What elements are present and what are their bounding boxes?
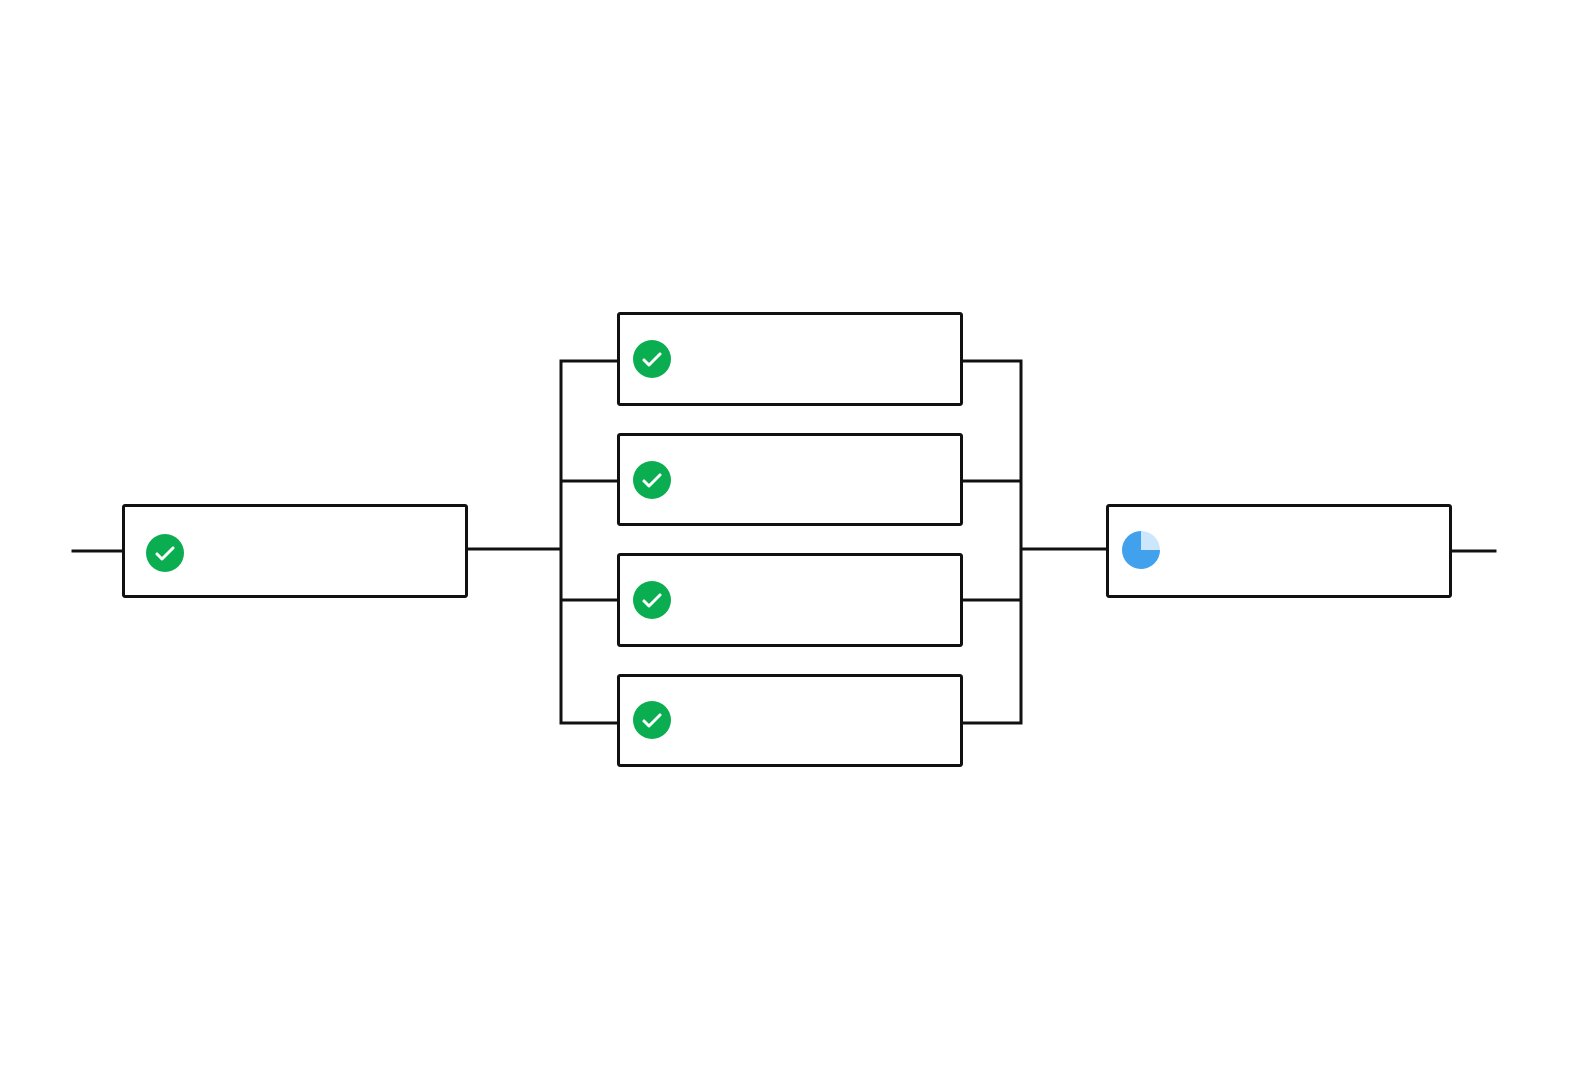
- connectors: [71, 359, 1497, 725]
- job-box[interactable]: [617, 553, 963, 647]
- check-circle-icon: [633, 340, 671, 378]
- job-4: [617, 674, 963, 767]
- job-box[interactable]: [617, 674, 963, 767]
- job-box[interactable]: [617, 433, 963, 526]
- check-circle-icon: [633, 461, 671, 499]
- job-2: [617, 433, 963, 526]
- stage-3: [1106, 504, 1452, 598]
- check-circle-icon: [633, 581, 671, 619]
- job-box[interactable]: [617, 312, 963, 406]
- job-box[interactable]: [122, 504, 468, 598]
- stage-2: [617, 312, 963, 767]
- check-circle-icon: [146, 534, 184, 572]
- stage-1: [122, 504, 468, 598]
- job-1: [617, 312, 963, 406]
- check-circle-icon: [633, 701, 671, 739]
- job-box[interactable]: [1106, 504, 1452, 598]
- progress-pie-icon: [1122, 531, 1160, 569]
- job-3: [617, 553, 963, 647]
